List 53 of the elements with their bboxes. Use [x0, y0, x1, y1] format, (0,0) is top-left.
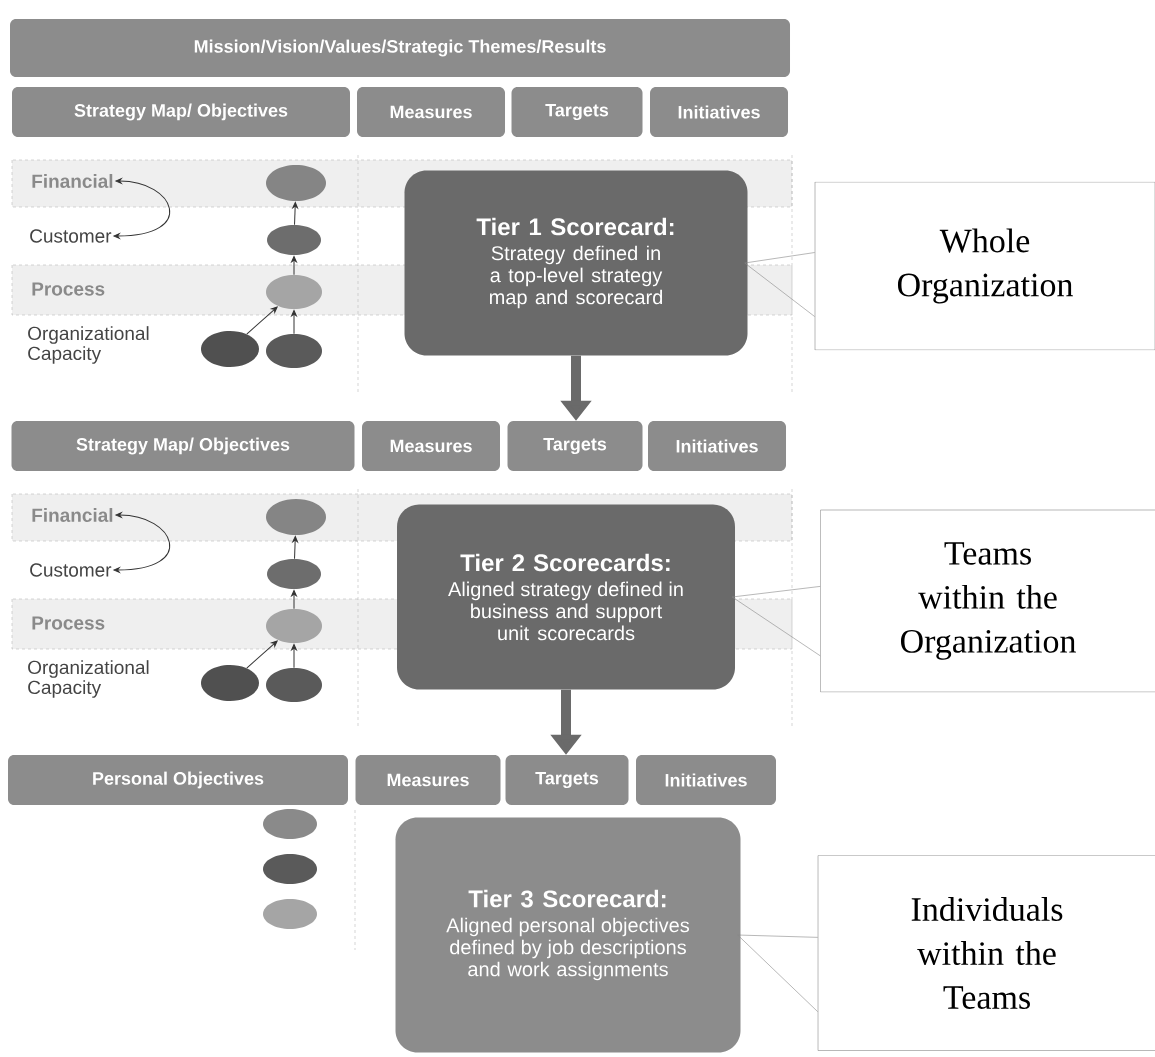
row-label: Organizational Capacity: [28, 326, 149, 364]
objective-ellipse: [263, 809, 317, 839]
column-tab: Initiatives: [648, 421, 786, 471]
arrow: [246, 640, 278, 669]
curved-arrow: [113, 178, 170, 239]
objective-ellipse: [267, 225, 321, 255]
callout-box: Individuals within the Teams: [817, 855, 1155, 1051]
column-tab: Personal Objectives: [8, 755, 348, 805]
leader-line: [737, 934, 818, 1012]
row-label: Process: [32, 616, 105, 630]
objective-ellipse: [266, 275, 322, 309]
column-tab: Targets: [511, 87, 643, 137]
column-tab: Measures: [362, 421, 500, 471]
row-label: Financial: [32, 508, 113, 522]
scorecard-box: Tier 2 Scorecards: Aligned strategy defined in business and support unit scorecards: [397, 504, 735, 690]
callout-box: Whole Organization: [814, 181, 1155, 351]
objective-ellipse: [266, 499, 326, 535]
header-bar: Mission/Vision/Values/Strategic Themes/Results: [10, 19, 790, 77]
arrow: [291, 309, 297, 335]
arrow: [292, 535, 298, 560]
arrow: [246, 306, 278, 335]
objective-ellipse: [201, 665, 259, 701]
objective-ellipse: [263, 899, 317, 929]
leader-line: [731, 586, 821, 657]
arrow: [292, 201, 298, 226]
row-label: Customer: [30, 563, 112, 577]
row-label: Organizational Capacity: [28, 660, 149, 698]
arrow: [291, 589, 297, 610]
objective-ellipse: [266, 609, 322, 643]
objective-ellipse: [263, 854, 317, 884]
column-tab: Targets: [505, 755, 629, 805]
column-tab: Strategy Map/ Objectives: [12, 87, 350, 137]
objective-ellipse: [267, 559, 321, 589]
row-label: Customer: [30, 229, 112, 243]
callout-box: Teams within the Organization: [820, 509, 1155, 693]
leader-line: [744, 252, 815, 317]
arrow: [291, 643, 297, 669]
column-tab: Targets: [507, 421, 643, 471]
scorecard-box: Tier 1 Scorecard: Strategy defined in a top-level strategy map and scorecard: [404, 170, 748, 356]
column-tab: Strategy Map/ Objectives: [11, 421, 355, 471]
column-tab: Initiatives: [636, 755, 776, 805]
objective-ellipse: [201, 331, 259, 367]
curved-arrow: [113, 512, 170, 573]
arrow: [291, 255, 297, 276]
column-tab: Initiatives: [650, 87, 788, 137]
objective-ellipse: [266, 165, 326, 201]
column-tab: Measures: [355, 755, 501, 805]
column-tab: Measures: [357, 87, 505, 137]
objective-ellipse: [266, 334, 322, 368]
scorecard-box: Tier 3 Scorecard: Aligned personal objectives defined by job descriptions and work assignments: [395, 817, 741, 1053]
row-label: Process: [32, 282, 105, 296]
objective-ellipse: [266, 668, 322, 702]
row-label: Financial: [32, 174, 113, 188]
